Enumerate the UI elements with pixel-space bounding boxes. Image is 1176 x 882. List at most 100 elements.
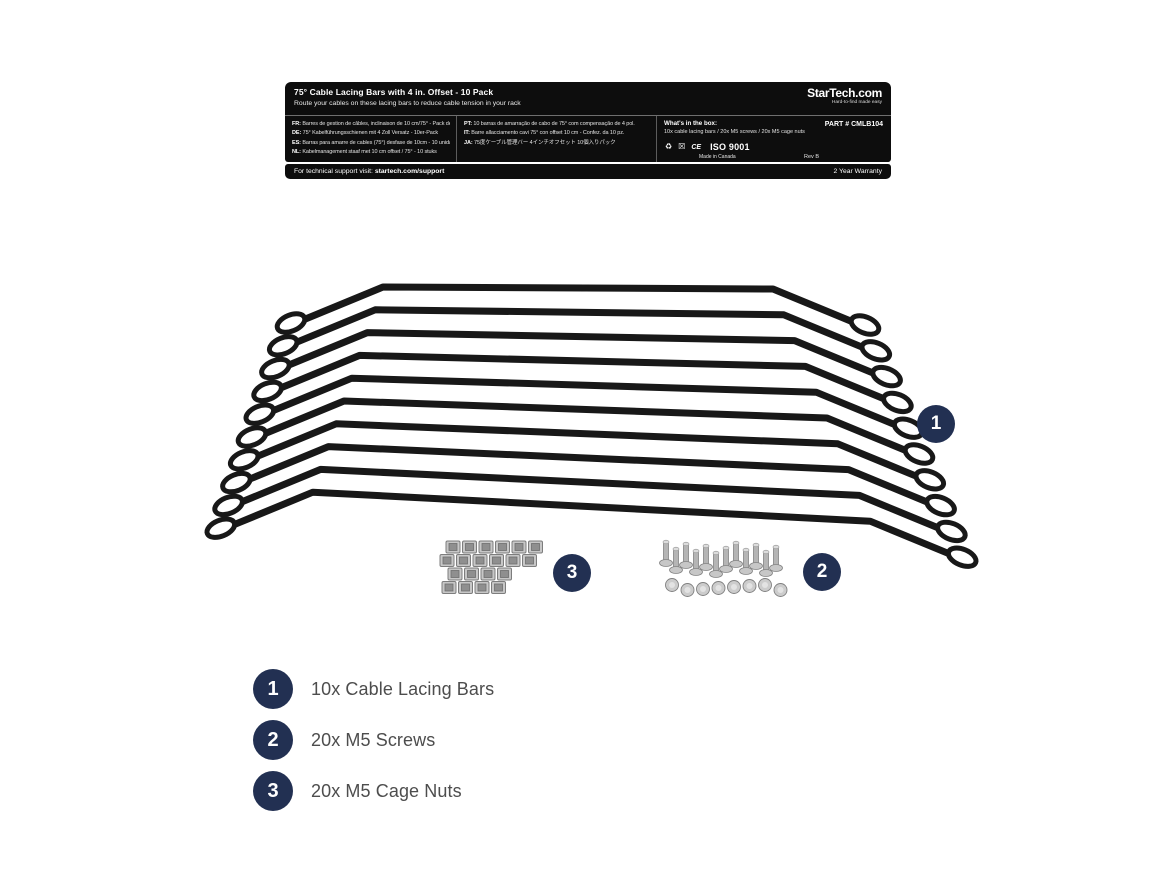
languages-column-2: PT: 10 barras de amarração de cabo de 75… [457,116,657,162]
part-number: PART # CMLB104 [824,121,883,128]
lacing-bar [299,283,857,326]
cage-nut [447,567,463,581]
screw-shaft [703,545,709,567]
recycle-icon: ♻ [665,142,673,151]
legend-label: 20x M5 Cage Nuts [311,780,462,801]
whats-in-box-heading: What's in the box: [664,120,718,127]
lang-code: IT: [464,130,470,137]
product-subtitle: Route your cables on these lacing bars t… [294,99,521,107]
screw-head-center [731,584,737,590]
screw-head-front [758,578,772,592]
bar-eyelet [220,470,253,495]
lacing-bar [244,443,933,507]
screw-tip [772,544,780,550]
lang-line-nl: NL: Kabelmanagement staaf met 10 cm offs… [292,148,450,157]
screw-shaft [723,547,729,569]
iso-9001-logo: ISO 9001 [710,142,750,152]
screw-tip [662,539,670,545]
lang-line-ja: JA: 75度ケーブル管理バー 4インチオフセット 10個入りパック [464,139,650,148]
screw-shaft [753,544,759,566]
legend: 1 10x Cable Lacing Bars 2 20x M5 Screws … [253,669,494,822]
screw-shaft [773,546,779,568]
screw-tip [752,542,760,548]
callout-1-lacing-bars: 1 [917,405,955,443]
screw-shaft [683,543,689,565]
weee-bin-icon: ☒ [678,142,686,151]
brand-tagline: Hard-to-find made easy [831,100,882,105]
product-title: 75° Cable Lacing Bars with 4 in. Offset … [294,87,494,97]
bar-eyelet [204,516,238,540]
screw-head [669,566,683,574]
cage-nut [472,554,488,567]
lacing-bar [268,374,900,429]
legend-item-screws: 2 20x M5 Screws [253,720,494,760]
cage-nut [497,567,512,581]
screw-shaft [763,551,769,573]
screw-shaft [663,541,669,563]
screw-head [679,561,693,569]
box-contents-column: What's in the box: 10x cable lacing bars… [657,116,891,162]
screw-head [699,563,713,571]
screw-head-front [727,580,741,594]
screw-shaft [693,550,699,572]
cage-nut [478,540,494,554]
screw-tip [742,547,750,553]
screw-shaft [733,542,739,564]
label-header: 75° Cable Lacing Bars with 4 in. Offset … [285,82,891,114]
cage-nut-hole [477,583,487,592]
lang-text: 75° Kabelführungsschienen mit 4 Zoll Ver… [302,130,439,137]
legend-number-badge: 3 [253,771,293,811]
cage-nut [489,554,504,567]
label-titles: 75° Cable Lacing Bars with 4 in. Offset … [294,87,521,107]
screw-head [729,560,743,568]
cage-nut-hole [494,583,503,592]
bar-eyelet [274,311,308,335]
label-columns: FR: Barres de gestion de câbles, inclina… [285,116,891,162]
bar-eyelet [251,379,284,404]
callout-3-cage-nuts: 3 [553,554,591,592]
cage-nut-hole [508,556,518,565]
screw-head [719,565,733,573]
cage-nut-hole [467,570,476,578]
lang-text: 75度ケーブル管理バー 4インチオフセット 10個入りパック [474,139,616,146]
cage-nut [480,567,496,581]
cage-nut-hole [448,543,458,551]
cage-nut-hole [465,543,474,551]
cage-nut-hole [481,543,491,551]
lang-code: DE: [292,130,302,137]
bar-eyelet [945,545,979,569]
bar-eyelet [924,493,957,518]
lacing-bar [237,465,943,532]
screw-head-center [669,582,675,588]
label-footer: For technical support visit: startech.co… [285,164,891,179]
bar-eyelet [902,442,936,466]
lang-text: Barras para amarre de cables (75°) desfa… [302,139,450,146]
cage-nut [464,567,479,581]
cage-nut [462,540,477,554]
legend-item-lacing-bars: 1 10x Cable Lacing Bars [253,669,494,709]
screw-head [739,567,753,575]
lang-code: NL: [292,149,301,156]
lang-code: PT: [464,121,472,127]
screw-tip [672,546,680,552]
cage-nut [474,581,490,594]
ce-mark-icon: CE [691,143,702,151]
legend-number-badge: 1 [253,669,293,709]
screw-head [659,559,673,567]
cage-nut [445,540,461,554]
screw-head-front [711,581,726,595]
label-divider [285,115,891,116]
screw-head-front [680,583,695,597]
cage-nut [495,540,510,554]
legend-label: 10x Cable Lacing Bars [311,678,495,699]
cage-nut [505,554,521,567]
lacing-bar [252,420,922,481]
screw-head-front [742,579,757,593]
screws-group [659,539,788,597]
legend-label: 20x M5 Screws [311,729,436,750]
lang-line-pt: PT: 10 barras de amarração de cabo de 75… [464,120,650,129]
cage-nut-hole [531,543,540,551]
legend-number-badge: 2 [253,720,293,760]
lang-line-es: ES: Barras para amarre de cables (75°) d… [292,139,450,148]
lacing-bar [260,397,911,455]
